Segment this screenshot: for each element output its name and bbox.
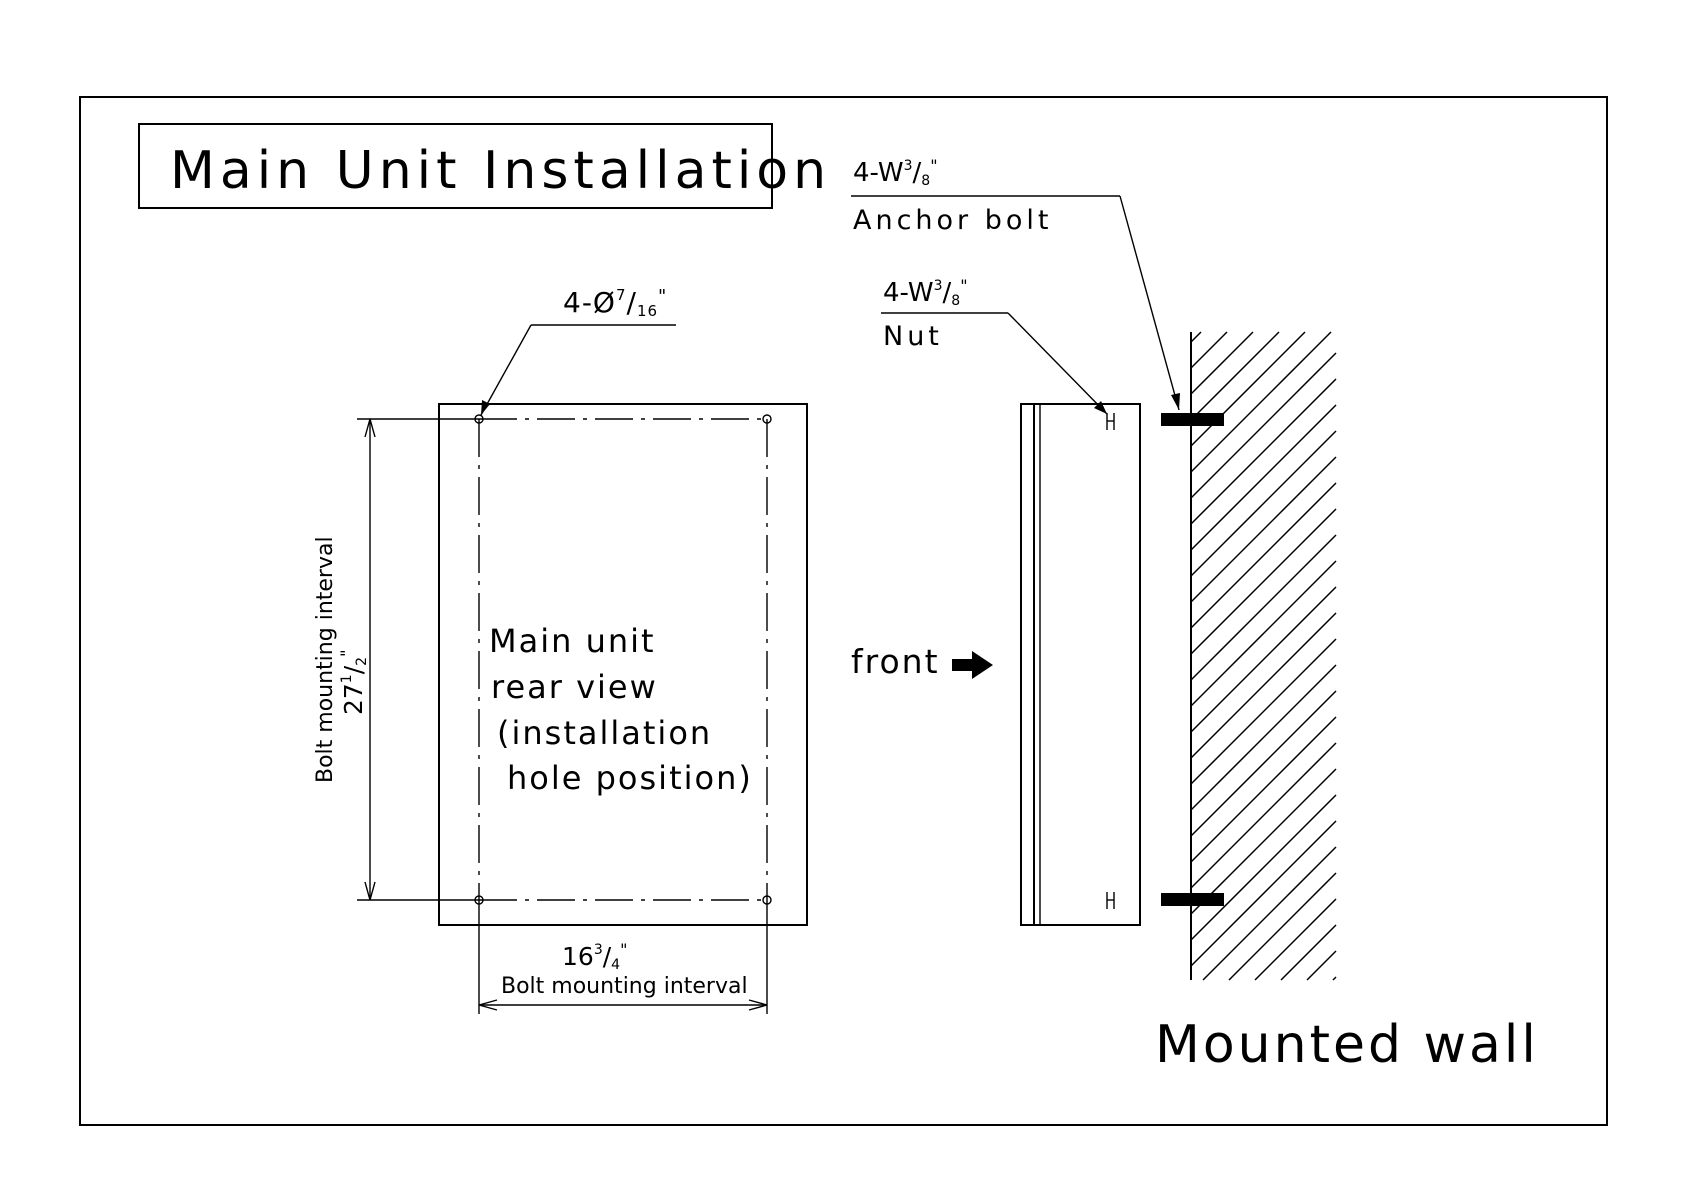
hatch-line xyxy=(1191,665,1336,810)
hatch-line xyxy=(1191,332,1331,472)
hatch-line xyxy=(1191,743,1336,888)
nut-icon xyxy=(1107,413,1114,430)
hatch-line xyxy=(1191,587,1336,732)
hatch-line xyxy=(1191,613,1336,758)
rear-view-label-line: (installation xyxy=(497,714,712,752)
hole-callout-leader xyxy=(481,325,531,415)
anchor-callout-name: Anchor bolt xyxy=(853,205,1053,236)
nut-icon xyxy=(1107,892,1114,909)
hatch-line xyxy=(1191,769,1336,914)
hatch-line xyxy=(1307,951,1336,980)
anchor-bolt-bottom xyxy=(1161,893,1224,906)
hatch-line xyxy=(1191,332,1279,420)
rear-view-label: Main unit rear view (installation hole p… xyxy=(489,622,753,797)
hatch-line xyxy=(1191,431,1336,576)
nut-callout-leader xyxy=(1008,313,1107,414)
hatch-line xyxy=(1191,535,1336,680)
hatch-line xyxy=(1255,899,1336,980)
rear-view-label-line: Main unit xyxy=(489,622,656,660)
hatch-line xyxy=(1191,332,1305,446)
hatch-line xyxy=(1191,332,1201,342)
nut-callout-name: Nut xyxy=(883,321,943,352)
anchor-callout-spec: 4-W3/8" xyxy=(853,156,938,189)
front-arrow-icon xyxy=(952,651,993,679)
hatch-line xyxy=(1203,847,1336,980)
hatch-line xyxy=(1191,795,1336,940)
hatch-line xyxy=(1281,925,1336,980)
rear-view-label-line: rear view xyxy=(491,668,658,706)
hatch-line xyxy=(1191,509,1336,654)
rear-view: Main unit rear view (installation hole p… xyxy=(313,286,807,1014)
hatch-line xyxy=(1333,977,1336,980)
wall-hatching xyxy=(1191,332,1336,980)
nut-callout-spec: 4-W3/8" xyxy=(883,276,968,309)
drawing-frame xyxy=(80,97,1607,1125)
wall-label: Mounted wall xyxy=(1155,1015,1539,1075)
hatch-line xyxy=(1191,483,1336,628)
hatch-line xyxy=(1191,457,1336,602)
side-view: front 4-W3/8" Anchor bolt 4-W3/8" Nut Mo… xyxy=(851,156,1539,1075)
hatch-line xyxy=(1191,691,1336,836)
hatch-line xyxy=(1191,717,1336,862)
hatch-line xyxy=(1229,873,1336,980)
hatch-line xyxy=(1191,332,1253,394)
unit-side-outline xyxy=(1021,404,1140,925)
hatch-line xyxy=(1191,639,1336,784)
anchor-callout-arrowhead xyxy=(1171,393,1180,410)
hole-callout-text: 4-Ø7/16" xyxy=(563,286,667,320)
v-dim-value: 271/2" xyxy=(337,650,370,715)
hatch-line xyxy=(1191,561,1336,706)
drawing-title: Main Unit Installation xyxy=(170,141,831,201)
v-dim-caption: Bolt mounting interval xyxy=(313,536,338,783)
h-dim-value: 163/4" xyxy=(562,940,627,973)
front-label: front xyxy=(851,642,940,681)
hatch-line xyxy=(1191,405,1336,550)
hatch-line xyxy=(1191,379,1336,524)
h-dim-caption: Bolt mounting interval xyxy=(501,974,748,999)
rear-view-label-line: hole position) xyxy=(507,759,753,797)
unit-rear-outline xyxy=(439,404,807,925)
anchor-callout-leader xyxy=(1120,196,1179,410)
